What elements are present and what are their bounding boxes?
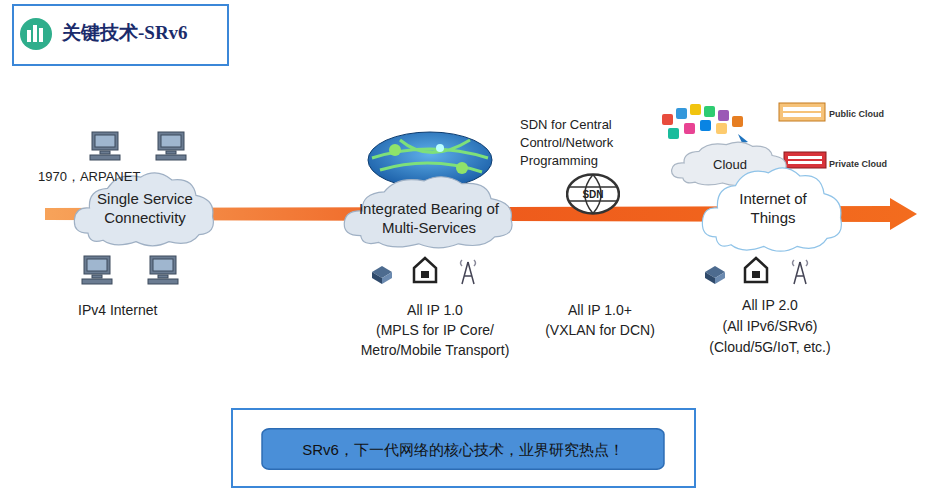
annotation-label: IPv4 Internet <box>78 300 208 320</box>
node-label: Integrated Bearing of Multi-Services <box>357 199 502 237</box>
annotation-label: Private Cloud <box>829 158 909 171</box>
annotation-label: All IP 2.0 <box>680 295 860 315</box>
node-label: SDN <box>573 188 613 201</box>
annotation-label: All IP 1.0+ <box>530 300 670 320</box>
title-frame <box>13 5 228 65</box>
caption-box: SRv6，下一代网络的核心技术，业界研究热点！ <box>260 428 666 470</box>
node-texts: Single Service Connectivity <box>89 189 201 227</box>
site-icons <box>372 258 808 284</box>
node-texts: Integrated Bearing of Multi-Services <box>357 199 502 237</box>
title-icon <box>20 18 52 50</box>
node-texts: Cloud <box>700 157 760 173</box>
cloud-outline <box>698 160 848 256</box>
annotation-label: All IP 1.0 <box>340 300 530 320</box>
annotation-label: Public Cloud <box>829 108 909 121</box>
caption-frame <box>232 409 695 487</box>
node-texts: Internet of Things <box>737 189 809 227</box>
title-text: 关键技术-SRv6 <box>62 20 188 46</box>
title-icon-bars <box>27 25 43 42</box>
node-label: Single Service Connectivity <box>89 189 201 227</box>
cloud-node: Internet of Things <box>698 160 848 256</box>
node-label: SRv6，下一代网络的核心技术，业界研究热点！ <box>268 440 658 459</box>
node-texts: SDN <box>573 188 613 201</box>
app-icons <box>662 104 748 143</box>
cloud-server-icons <box>779 103 826 168</box>
annotation-label: (All IPv6/SRv6) <box>680 316 860 336</box>
node-texts: SRv6，下一代网络的核心技术，业界研究热点！ <box>268 440 658 459</box>
annotation-label: (MPLS for IP Core/ Metro/Mobile Transpor… <box>340 320 530 360</box>
cloud-node: Integrated Bearing of Multi-Services <box>339 170 520 252</box>
node-label: Internet of Things <box>737 189 809 227</box>
sdn-globe: SDN <box>566 173 620 215</box>
annotation-label: (Cloud/5G/IoT, etc.) <box>680 337 860 357</box>
annotation-label: SDN for Central Control/Network Programm… <box>520 116 638 170</box>
node-label: Cloud <box>700 157 760 173</box>
annotation-label: (VXLAN for DCN) <box>530 320 670 340</box>
annotation-label: 1970，ARPANET <box>38 168 178 186</box>
